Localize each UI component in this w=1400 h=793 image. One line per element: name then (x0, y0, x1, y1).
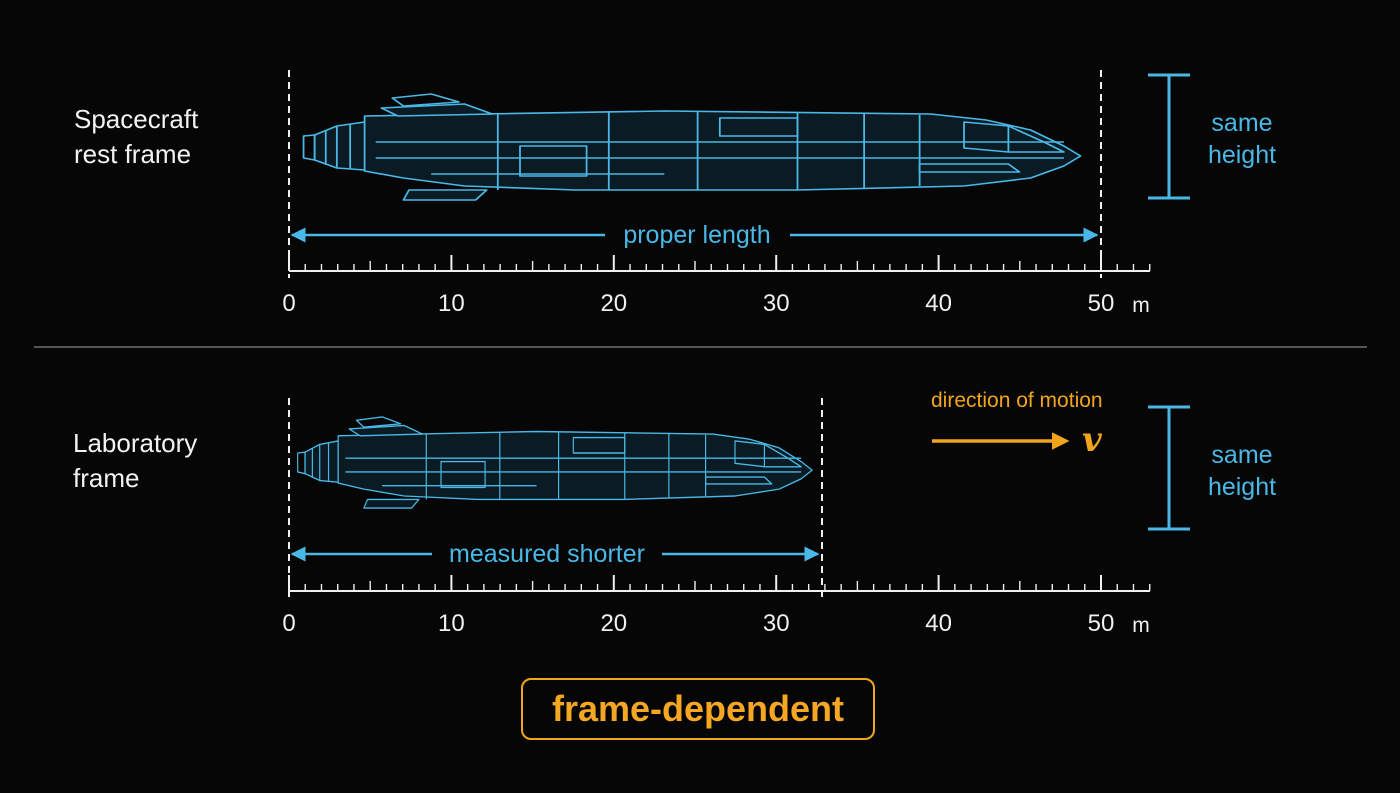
top-length-label: proper length (623, 221, 770, 249)
top-height-label-line2: height (1207, 141, 1277, 169)
top-frame-label-line2: rest frame (74, 139, 192, 169)
top-ruler-label: 50 (1088, 290, 1115, 317)
bottom-frame-label: Laboratory frame (73, 426, 197, 496)
bottom-ruler-unit: m (1132, 614, 1150, 637)
top-height-bracket (1148, 73, 1190, 200)
bottom-height-label-line2: height (1207, 473, 1277, 501)
bottom-ruler-label: 40 (925, 610, 952, 637)
top-ruler-label: 10 (438, 290, 465, 317)
bottom-ruler: 0 10 20 30 40 50 m (282, 575, 1151, 637)
top-height-label: same height (1198, 107, 1286, 171)
bottom-frame-label-line2: frame (73, 463, 140, 493)
top-ruler-label: 20 (600, 290, 627, 317)
top-ruler: 0 10 20 30 40 50 m (282, 255, 1151, 317)
direction-label: direction of motion (931, 389, 1103, 412)
bottom-frame-label-line1: Laboratory (73, 428, 198, 458)
top-frame-label-line1: Spacecraft (74, 104, 199, 134)
top-ruler-label: 0 (282, 290, 295, 317)
top-height-label-line1: same (1211, 109, 1273, 137)
top-panel: proper length 0 10 20 30 40 50 m (282, 70, 1190, 317)
velocity-symbol: v (1082, 420, 1102, 460)
bottom-height-bracket (1148, 405, 1190, 531)
bottom-ruler-label: 50 (1088, 610, 1115, 637)
bottom-panel: measured shorter 0 10 20 30 40 50 m (282, 398, 1190, 637)
bottom-height-label-line1: same (1211, 441, 1273, 469)
top-ruler-label: 40 (925, 290, 952, 317)
bottom-ruler-label: 0 (282, 610, 295, 637)
bottom-ruler-label: 20 (600, 610, 627, 637)
frame-dependent-badge: frame-dependent (521, 678, 875, 740)
bottom-length-label: measured shorter (449, 540, 645, 568)
top-ruler-unit: m (1132, 294, 1150, 317)
top-frame-label: Spacecraft rest frame (74, 102, 198, 172)
spacecraft-top (302, 93, 1082, 201)
bottom-height-label: same height (1198, 439, 1286, 503)
top-ruler-label: 30 (763, 290, 790, 317)
bottom-ruler-label: 30 (763, 610, 790, 637)
bottom-ruler-label: 10 (438, 610, 465, 637)
spacecraft-bottom (296, 416, 813, 509)
